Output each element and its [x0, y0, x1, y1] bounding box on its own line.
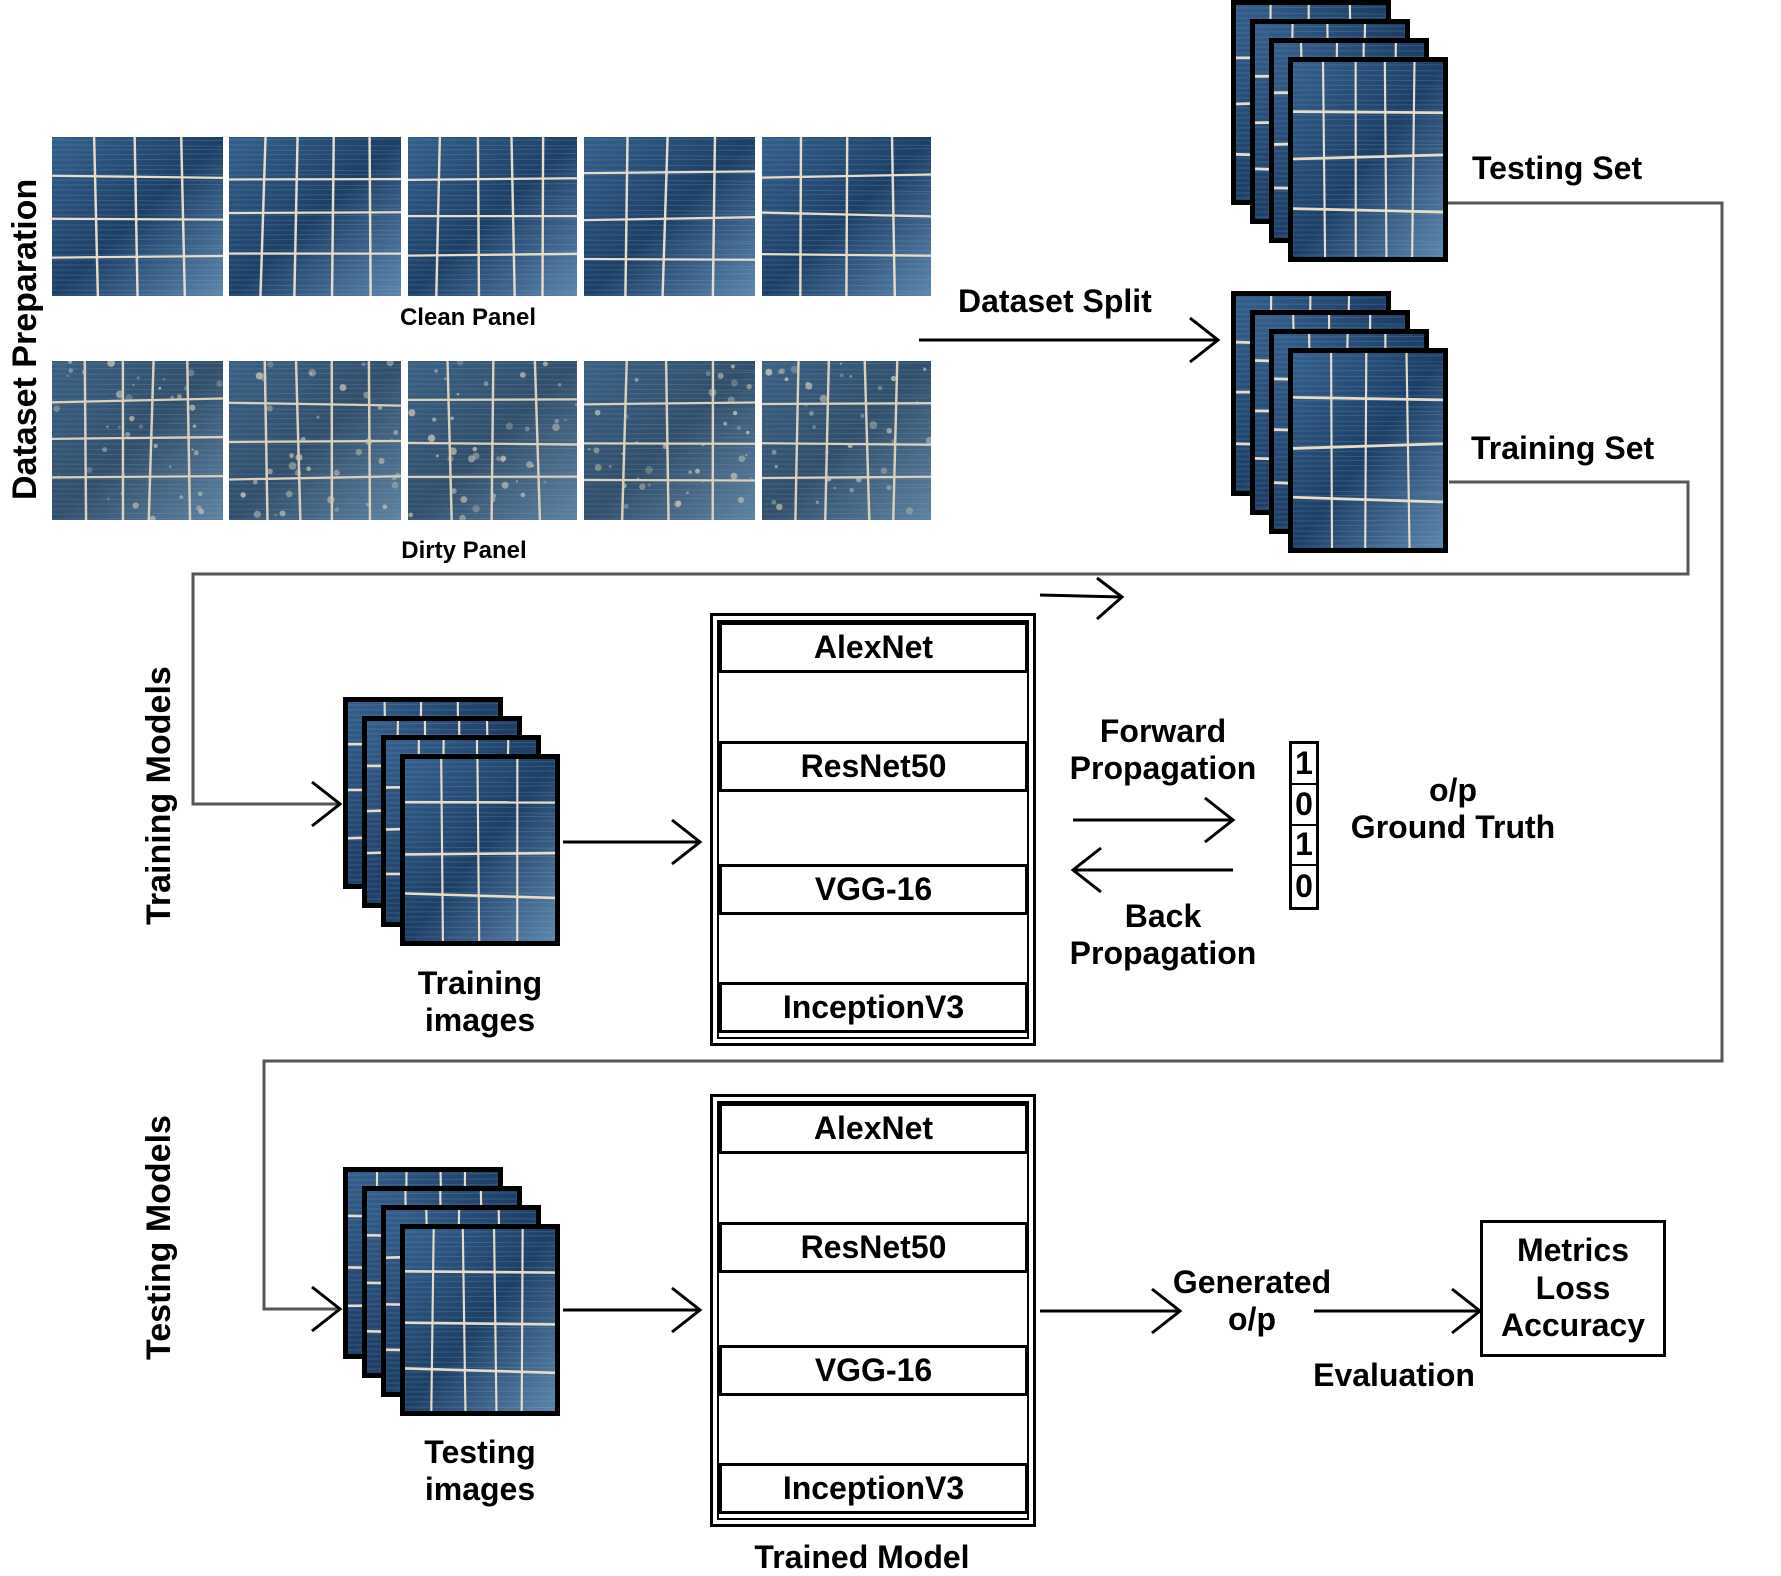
trained-model-alexnet: AlexNet	[719, 1103, 1028, 1154]
trained-model-resnet50: ResNet50	[719, 1222, 1028, 1273]
testing-images-label: Testing images	[424, 1434, 535, 1508]
clean-panel-label: Clean Panel	[400, 304, 536, 332]
metrics-box: Metrics Loss Accuracy	[1480, 1220, 1666, 1357]
dataset-preparation-label: Dataset Preparation	[6, 179, 45, 500]
metrics-title: Metrics	[1517, 1232, 1629, 1270]
back-line2: Propagation	[1070, 935, 1257, 972]
generated-line1: Generated	[1173, 1264, 1331, 1301]
dirty-panel-photo	[408, 361, 577, 520]
generated-output-label: Generated o/p	[1173, 1264, 1331, 1338]
training-images-label: Training images	[418, 965, 542, 1039]
training-models-label: Training Models	[140, 666, 179, 925]
stack-card	[1288, 57, 1448, 262]
ground-truth-label: o/p Ground Truth	[1351, 772, 1555, 846]
trained-model-inceptionv3: InceptionV3	[719, 1463, 1028, 1514]
output-vector-cell: 1	[1292, 744, 1316, 785]
evaluation-label: Evaluation	[1313, 1357, 1475, 1394]
testing-images-line2: images	[424, 1471, 535, 1508]
testing-images-line1: Testing	[424, 1434, 535, 1471]
training-model-alexnet: AlexNet	[719, 622, 1028, 673]
dataset-split-label: Dataset Split	[958, 283, 1152, 320]
stack-card	[400, 1224, 560, 1416]
dirty-panel-photo	[584, 361, 755, 520]
forward-propagation-label: Forward Propagation	[1070, 713, 1257, 787]
forward-line1: Forward	[1070, 713, 1257, 750]
training-images-line2: images	[418, 1002, 542, 1039]
training-images-line1: Training	[418, 965, 542, 1002]
dirty-panel-label: Dirty Panel	[401, 537, 526, 565]
ground-truth-line1: o/p	[1351, 772, 1555, 809]
clean-panel-photo	[584, 137, 755, 296]
output-vector-cell: 1	[1292, 826, 1316, 867]
back-line1: Back	[1070, 898, 1257, 935]
dirty-panel-photo	[762, 361, 931, 520]
metrics-loss: Loss	[1536, 1270, 1611, 1308]
metrics-accuracy: Accuracy	[1501, 1307, 1645, 1345]
training-set-label: Training Set	[1471, 430, 1654, 467]
stack-card	[400, 754, 560, 946]
testing-models-label: Testing Models	[140, 1115, 179, 1360]
trained-model-vgg16: VGG-16	[719, 1345, 1028, 1396]
generated-line2: o/p	[1173, 1301, 1331, 1338]
ground-truth-line2: Ground Truth	[1351, 809, 1555, 846]
testing-set-label: Testing Set	[1472, 150, 1642, 187]
dirty-panel-photo	[229, 361, 401, 520]
stack-card	[1288, 348, 1448, 553]
training-model-vgg16: VGG-16	[719, 864, 1028, 915]
clean-panel-photo	[408, 137, 577, 296]
dirty-panel-photo	[52, 361, 223, 520]
back-propagation-label: Back Propagation	[1070, 898, 1257, 972]
stray-arrowhead	[1097, 578, 1122, 619]
clean-panel-photo	[52, 137, 223, 296]
stray-arrow-line	[1040, 595, 1122, 597]
trained-model-label: Trained Model	[754, 1539, 969, 1576]
training-model-resnet50: ResNet50	[719, 741, 1028, 792]
output-vector-cell: 0	[1292, 785, 1316, 826]
output-vector-cell: 0	[1292, 866, 1316, 907]
output-vector: 1 0 1 0	[1289, 741, 1319, 910]
clean-panel-photo	[229, 137, 401, 296]
clean-panel-photo	[762, 137, 931, 296]
forward-line2: Propagation	[1070, 750, 1257, 787]
training-model-inceptionv3: InceptionV3	[719, 982, 1028, 1033]
